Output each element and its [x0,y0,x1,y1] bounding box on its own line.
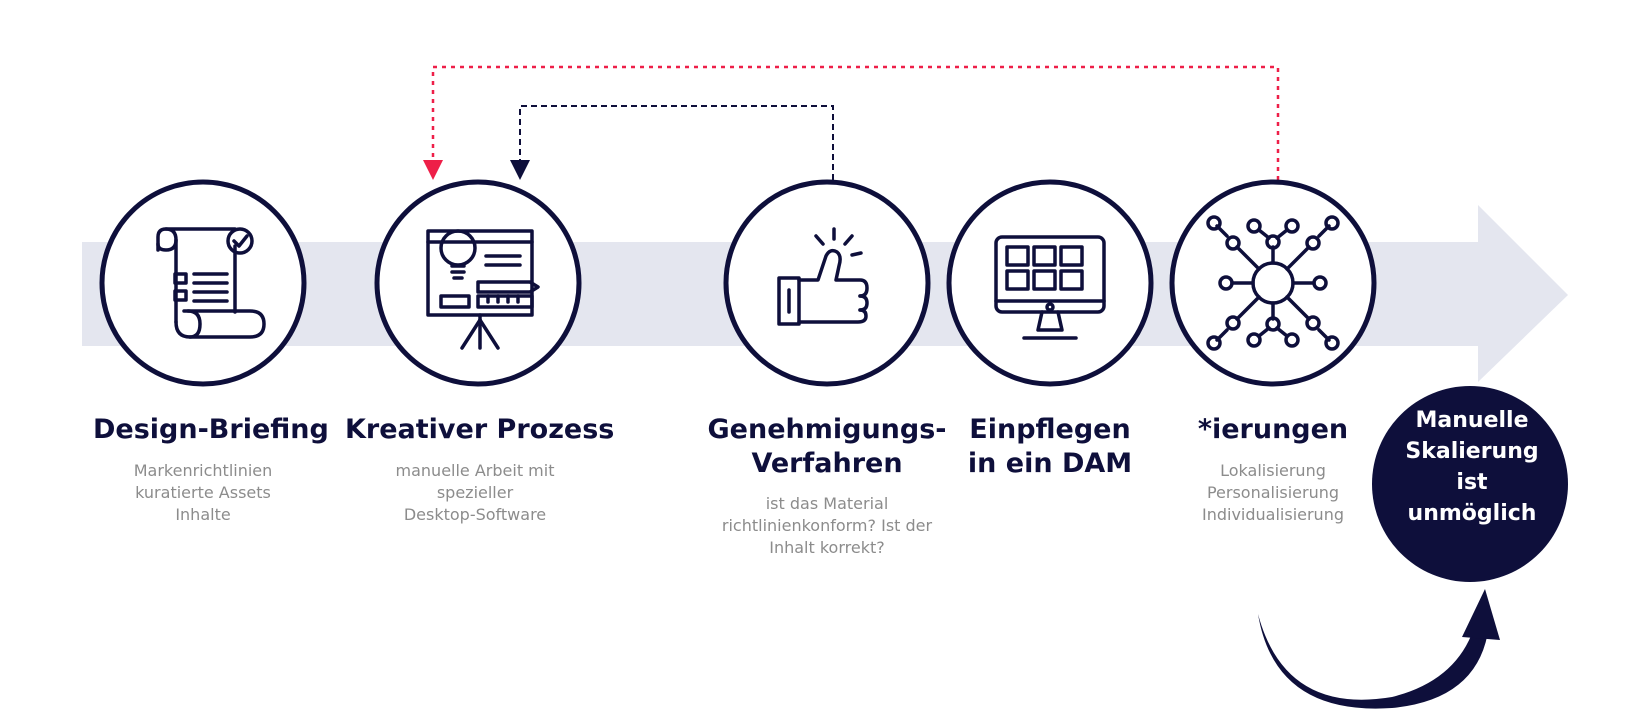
step-title-line: Verfahren [751,448,903,479]
step-desc-ierungen: Lokalisierung Personalisierung Individua… [1178,460,1368,526]
step-title-einpflegen-dam: Einpflegen in ein DAM [960,413,1140,481]
step-desc-genehmigungs-verfahren: ist das Material richtlinienkonform? Ist… [697,493,957,559]
result-line: Skalierung [1405,439,1539,464]
step-circle-ierungen [1169,179,1377,387]
scroll-checklist-icon [156,227,266,339]
step-desc-line: Inhalte [175,505,231,524]
step-desc-line: Personalisierung [1206,483,1340,502]
result-line: unmöglich [1407,501,1537,526]
thumbs-up-icon [777,227,869,326]
step-title-line: in ein DAM [967,448,1133,479]
step-title-kreativer-prozess: Kreativer Prozess [345,413,614,447]
step-circle-einpflegen-dam [946,179,1154,387]
loop-arrow-navy [519,105,834,180]
step-title-line: Kreativer Prozess [345,414,615,445]
network-nodes-icon [1206,215,1340,351]
step-desc-line: richtlinienkonform? Ist der [721,516,933,535]
loop-arrowhead-red [423,160,443,180]
step-desc-design-briefing: Markenrichtlinien kuratierte Assets Inha… [103,460,303,526]
loop-arrow-red [431,65,1280,180]
step-title-line: Genehmigungs- [707,414,947,445]
step-title-design-briefing: Design-Briefing [93,413,329,447]
step-desc-line: spezieller [436,483,514,502]
step-desc-line: Desktop-Software [403,505,547,524]
step-title-line: *ierungen [1197,414,1349,445]
result-circle [1372,386,1568,582]
step-desc-line: Inhalt korrekt? [769,538,885,557]
step-title-line: Einpflegen [969,414,1131,445]
monitor-grid-icon [994,235,1106,340]
step-desc-line: Lokalisierung [1220,461,1326,480]
step-title-genehmigungs-verfahren: Genehmigungs- Verfahren [702,413,952,481]
step-circle-genehmigungs-verfahren [723,179,931,387]
presentation-board-lightbulb-icon [426,229,540,350]
step-desc-kreativer-prozess: manuelle Arbeit mit spezieller Desktop-S… [375,460,575,526]
result-text: Manuelle Skalierung ist unmöglich [1372,405,1572,529]
result-line: ist [1456,470,1488,495]
curved-arrowhead [1462,589,1500,640]
step-circle-kreativer-prozess [374,179,582,387]
result-line: Manuelle [1415,408,1529,433]
step-desc-line: manuelle Arbeit mit [395,461,555,480]
step-desc-line: Individualisierung [1201,505,1344,524]
curved-arrow-icon [1258,614,1488,709]
step-desc-line: kuratierte Assets [135,483,271,502]
step-circle-design-briefing [99,179,307,387]
step-title-ierungen: *ierungen [1193,413,1353,447]
step-desc-line: Markenrichtlinien [133,461,273,480]
step-desc-line: ist das Material [765,494,889,513]
loop-arrowhead-navy [510,160,530,180]
step-title-line: Design-Briefing [93,414,329,445]
